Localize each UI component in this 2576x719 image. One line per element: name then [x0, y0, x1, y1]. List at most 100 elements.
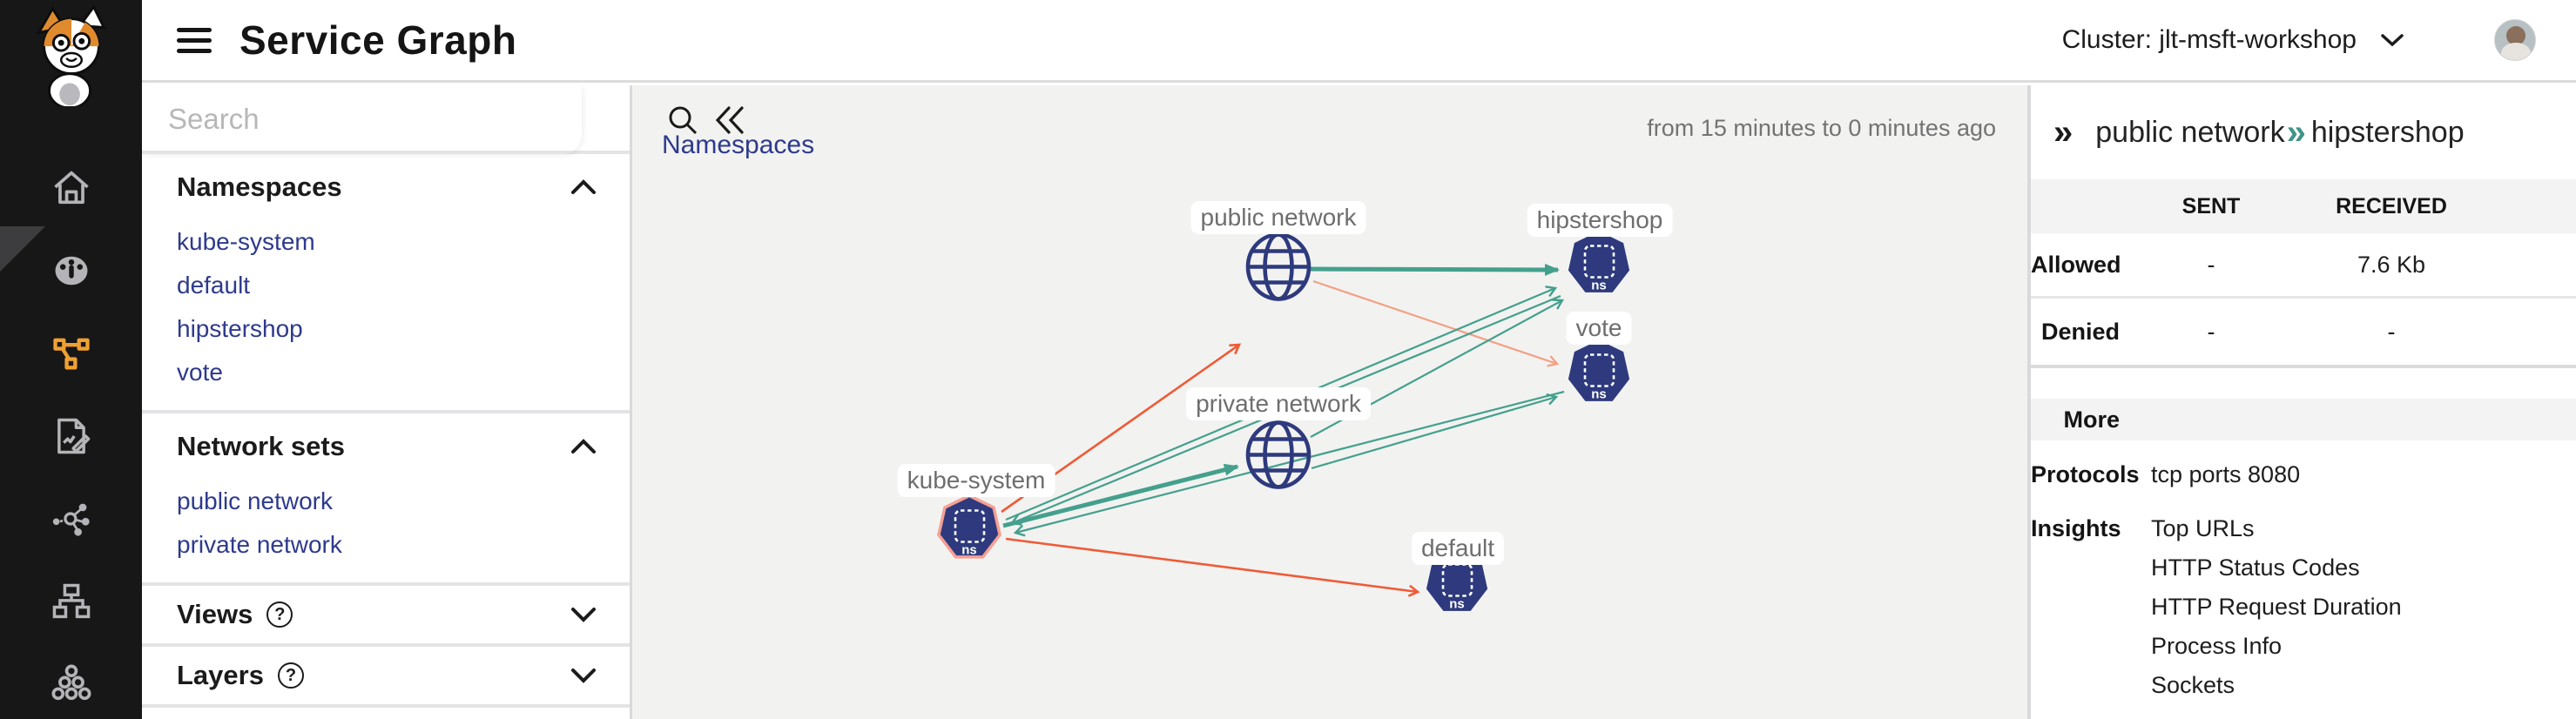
chevron-down-icon [2381, 34, 2404, 47]
chevron-up-icon [571, 439, 596, 454]
edge-public-network-to-hipstershop[interactable] [1310, 263, 1560, 276]
section-namespaces[interactable]: Namespaces [142, 154, 630, 220]
table-row-denied: Denied - - [2031, 299, 2576, 368]
protocols-row: Protocols tcp ports 8080 [2031, 461, 2576, 494]
insights-list: Top URLs HTTP Status Codes HTTP Request … [2151, 509, 2402, 705]
graph-node-label-vote[interactable]: vote [1566, 312, 1632, 345]
insight-top-urls: Top URLs [2151, 515, 2255, 541]
sidebar-item-private-network[interactable]: private network [177, 531, 342, 558]
divider [142, 410, 630, 413]
namespaces-list: kube-system default hipstershop vote [142, 220, 630, 410]
table-row-allowed: Allowed - 7.6 Kb [2031, 233, 2576, 299]
protocols-value: tcp ports 8080 [2151, 461, 2301, 487]
edge-public-network-to-vote[interactable] [1312, 279, 1557, 364]
flow-direction-icon: » [2286, 112, 2306, 151]
top-header: Service Graph Cluster: jlt-msft-workshop [142, 0, 2576, 83]
edge-kube-system-to-private-network[interactable] [1002, 463, 1239, 528]
graph-node-label-kube-system[interactable]: kube-system [897, 464, 1055, 497]
graph-canvas[interactable]: public network ns hipstershop ns vote priv… [632, 85, 2027, 719]
nav-hierarchy-icon[interactable] [0, 560, 142, 642]
nav-connections-icon[interactable] [0, 477, 142, 560]
hamburger-menu-icon[interactable] [177, 22, 212, 59]
graph-node-label-hipstershop[interactable]: hipstershop [1527, 204, 1673, 237]
search-icon[interactable] [664, 103, 701, 139]
active-nav-notch [0, 226, 45, 272]
insight-http-request-duration: HTTP Request Duration [2151, 594, 2402, 620]
breadcrumb-target[interactable]: hipstershop [2310, 115, 2465, 149]
network-sets-list: public network private network [142, 480, 630, 582]
section-layers-label: Layers [177, 660, 264, 690]
svg-text:ns: ns [1449, 597, 1465, 612]
sidebar-item-kube-system[interactable]: kube-system [177, 228, 315, 255]
nav-report-icon[interactable] [0, 394, 142, 477]
cluster-selector[interactable]: Cluster: jlt-msft-workshop [2062, 25, 2405, 55]
insights-label: Insights [2031, 515, 2121, 541]
explorer-sidebar: Namespaces kube-system default hipstersh… [142, 85, 744, 719]
more-label: More [2063, 406, 2120, 433]
graph-node-private-network[interactable] [1244, 420, 1313, 495]
layers-help-icon[interactable]: ? [277, 662, 304, 689]
breadcrumb-source[interactable]: public network [2095, 115, 2285, 149]
svg-text:ns: ns [1591, 279, 1607, 293]
divider [142, 643, 630, 647]
section-views-label: Views [177, 599, 253, 629]
insight-process-info: Process Info [2151, 633, 2283, 659]
svg-text:ns: ns [961, 543, 977, 558]
nav-rail [0, 0, 142, 719]
denied-label: Denied [2040, 318, 2120, 345]
nav-service-graph-icon[interactable] [0, 312, 142, 394]
edge-private-network-to-vote[interactable] [1311, 397, 1556, 470]
collapse-sidebar-icon[interactable] [713, 104, 748, 137]
sidebar-item-hipstershop[interactable]: hipstershop [177, 315, 303, 342]
insight-http-status-codes: HTTP Status Codes [2151, 554, 2360, 581]
panel-divider [2027, 85, 2031, 719]
user-avatar[interactable] [2494, 19, 2536, 61]
nav-dashboard-icon[interactable] [0, 229, 142, 312]
rail-nav-list [0, 146, 142, 719]
more-section: More [2031, 399, 2576, 440]
page-title: Service Graph [239, 17, 517, 63]
nav-clusters-icon[interactable] [0, 642, 142, 719]
divider [142, 704, 630, 708]
sidebar-item-public-network[interactable]: public network [177, 487, 333, 514]
chevron-down-icon [571, 608, 596, 622]
detail-panel: » public network » hipstershop SENT RECE… [2031, 85, 2576, 719]
protocols-label: Protocols [2031, 461, 2140, 487]
section-network-sets[interactable]: Network sets [142, 413, 630, 480]
graph-node-label-private-network[interactable]: private network [1186, 387, 1371, 420]
section-namespaces-label: Namespaces [177, 171, 342, 202]
sidebar-item-default[interactable]: default [177, 272, 251, 299]
allowed-label: Allowed [2031, 251, 2121, 278]
views-help-icon[interactable]: ? [266, 601, 293, 628]
graph-node-label-public-network[interactable]: public network [1190, 201, 1366, 234]
svg-text:ns: ns [1591, 387, 1607, 402]
breadcrumb: » public network » hipstershop [2031, 85, 2576, 179]
divider [142, 582, 630, 586]
denied-received: - [2387, 318, 2396, 345]
graph-node-kube-system[interactable]: ns [934, 494, 1004, 575]
edge-kube-system-to-default[interactable] [1005, 537, 1418, 592]
denied-sent: - [2207, 318, 2215, 345]
chevron-up-icon [571, 179, 596, 194]
search-input[interactable] [168, 97, 499, 141]
section-network-sets-label: Network sets [177, 431, 345, 461]
cat-logo [36, 4, 106, 106]
graph-node-hipstershop[interactable]: ns [1564, 230, 1634, 311]
chevron-down-icon [571, 669, 596, 683]
time-range-label: from 15 minutes to 0 minutes ago [1647, 115, 1996, 141]
nav-home-icon[interactable] [0, 146, 142, 229]
traffic-table-header: SENT RECEIVED [2031, 179, 2576, 233]
insight-sockets: Sockets [2151, 672, 2235, 698]
section-views[interactable]: Views ? [142, 586, 630, 643]
insights-row: Insights Top URLs HTTP Status Codes HTTP… [2031, 515, 2576, 705]
expand-panel-icon[interactable]: » [2053, 112, 2074, 151]
graph-node-label-default[interactable]: default [1411, 532, 1505, 565]
canvas-view-label: Namespaces [662, 131, 815, 159]
col-received: RECEIVED [2336, 193, 2447, 218]
graph-node-vote[interactable]: ns [1564, 339, 1634, 420]
search-row [142, 85, 744, 154]
sidebar-item-vote[interactable]: vote [177, 359, 223, 386]
section-layers[interactable]: Layers ? [142, 647, 630, 704]
graph-node-public-network[interactable] [1244, 232, 1313, 307]
